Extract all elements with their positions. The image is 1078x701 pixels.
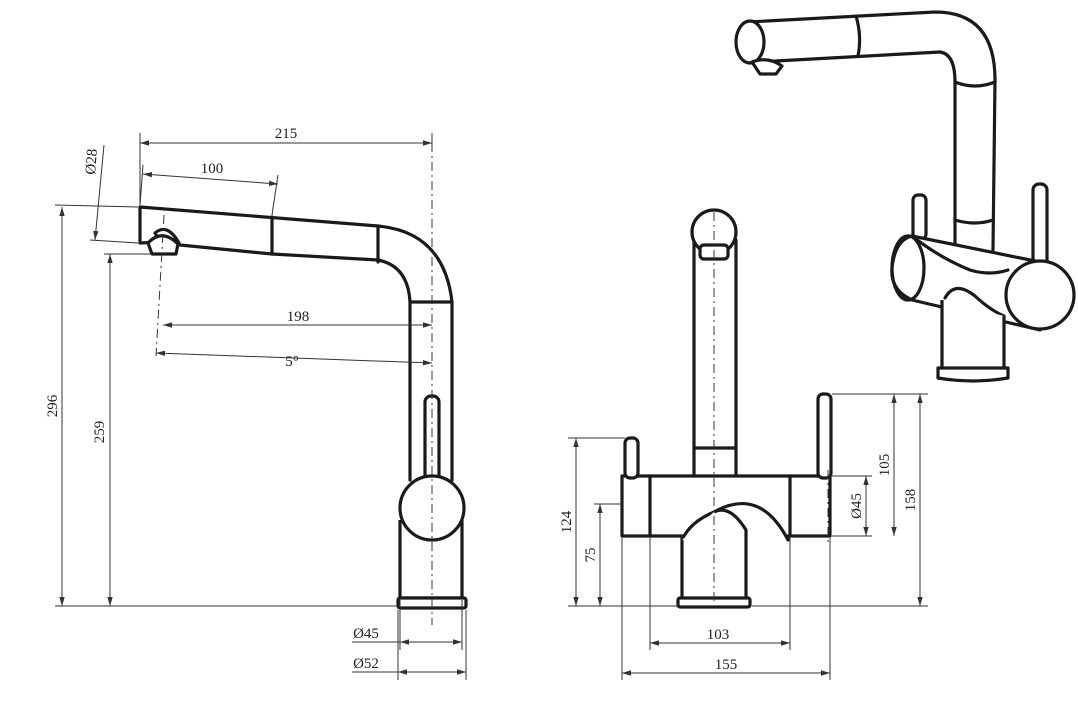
persp-base bbox=[936, 366, 1010, 383]
front-spout bbox=[692, 238, 738, 476]
front-body bbox=[620, 474, 832, 542]
dim-side-outlet-height: 259 bbox=[92, 421, 108, 444]
persp-body-wave bbox=[910, 234, 1010, 275]
persp-spout-joint bbox=[953, 80, 997, 88]
dim-side-angle: 5° bbox=[285, 354, 299, 370]
front-left-handle bbox=[623, 436, 640, 480]
persp-body-right-face bbox=[1004, 259, 1076, 331]
dim-side-spray-diameter: Ø28 bbox=[83, 148, 101, 175]
side-spout-outline bbox=[138, 205, 454, 482]
side-view: 215 100 Ø28 198 5° 296 259 Ø45 bbox=[45, 126, 468, 680]
side-aerator bbox=[146, 234, 180, 256]
dim-front-handle-height: 124 bbox=[559, 510, 575, 533]
dim-side-body-diameter: Ø45 bbox=[353, 626, 379, 642]
dim-front-handle-to-base: 105 bbox=[877, 454, 893, 477]
dim-front-inner-width: 103 bbox=[707, 627, 730, 643]
perspective-view bbox=[734, 10, 1076, 383]
dim-front-body-diameter: Ø45 bbox=[849, 493, 865, 519]
dim-side-base-diameter: Ø52 bbox=[353, 656, 379, 672]
persp-spray-joint bbox=[854, 14, 862, 58]
persp-aerator bbox=[750, 58, 784, 76]
front-body-center-line bbox=[648, 474, 792, 538]
dim-front-body-height: 75 bbox=[583, 548, 599, 563]
persp-left-handle bbox=[911, 193, 928, 241]
dim-side-spray-length: 100 bbox=[201, 161, 224, 177]
dim-front-total-width: 155 bbox=[715, 657, 738, 673]
persp-body-curve bbox=[943, 286, 1006, 318]
persp-body-left-face bbox=[890, 234, 926, 302]
front-view: 124 75 Ø45 105 158 103 155 bbox=[559, 208, 928, 680]
persp-spout bbox=[746, 10, 997, 252]
dim-side-total-height: 296 bbox=[45, 394, 61, 417]
dim-front-total-height: 158 bbox=[903, 489, 919, 512]
persp-column-joint bbox=[953, 218, 995, 225]
dim-side-total-reach: 215 bbox=[275, 126, 298, 142]
front-right-handle bbox=[816, 392, 833, 480]
dim-side-spout-reach: 198 bbox=[287, 309, 310, 325]
persp-spout-end bbox=[734, 19, 766, 65]
